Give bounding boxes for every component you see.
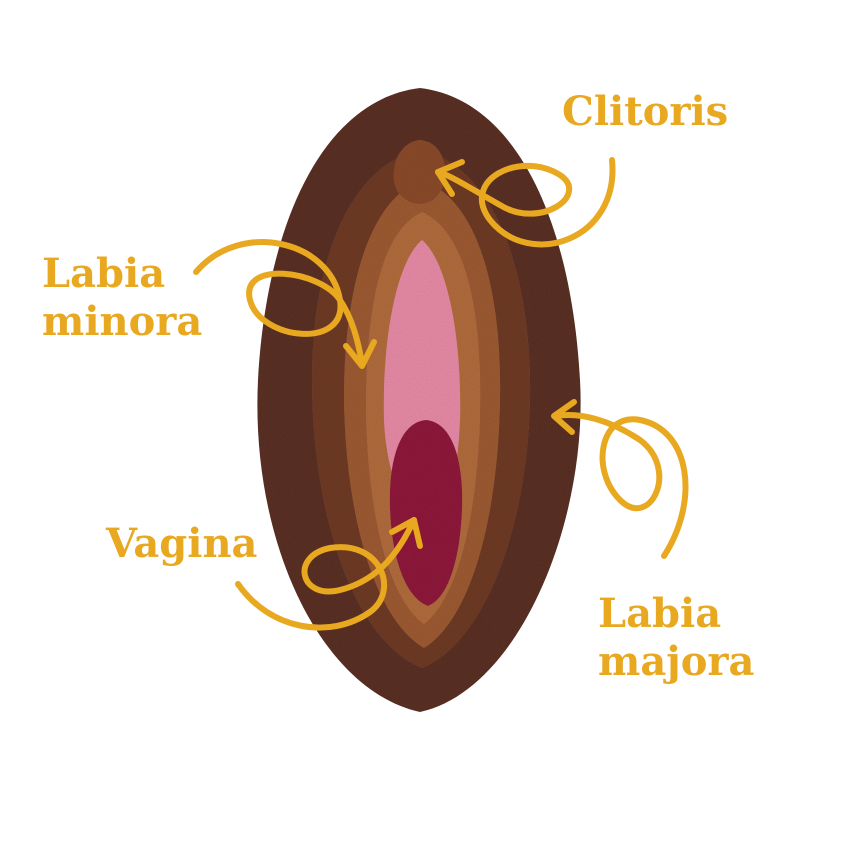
labia-minora-arrow (193, 239, 365, 367)
vagina-arrowhead (389, 517, 423, 549)
vagina-label-text: Vagina (106, 520, 258, 567)
vagina-shape (389, 420, 463, 606)
clitoris-shape (393, 140, 445, 204)
vagina-label: Vagina (106, 520, 257, 568)
labia-minora-label-line2: minora (42, 298, 203, 345)
labia-minora-arrowhead (343, 339, 377, 369)
labia-majora-label-line1: Labia (598, 590, 722, 637)
labia-majora-arrow (553, 412, 689, 559)
clitoris-arrowhead (435, 159, 465, 197)
labia-majora-label: Labia majora (598, 590, 754, 686)
labia-majora-label-line2: majora (598, 638, 755, 685)
clitoris-arrow (435, 157, 616, 248)
labia-minora-label: Labia minora (42, 250, 202, 346)
labia-minora-label-line1: Labia (42, 250, 166, 297)
clitoris-label-text: Clitoris (562, 88, 729, 135)
vagina-arrow (235, 517, 417, 631)
labia-majora-arrowhead (551, 399, 577, 435)
clitoris-label: Clitoris (562, 88, 728, 136)
